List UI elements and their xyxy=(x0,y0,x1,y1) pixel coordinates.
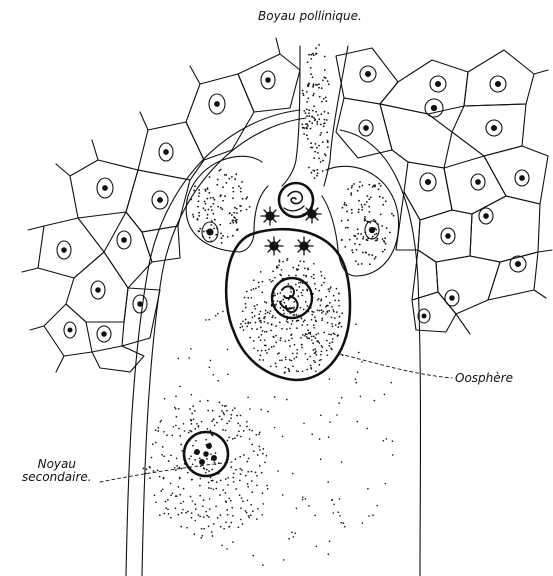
nucellus-cells-right xyxy=(336,48,552,334)
synergid-left xyxy=(186,156,268,252)
secondary-nucleus-label-line2: secondaire. xyxy=(22,471,92,484)
oosphere-label: Oosphère xyxy=(455,372,513,385)
cytoplasm-stipple xyxy=(143,44,395,566)
secondary-nucleus-label: Noyau secondaire. xyxy=(22,458,92,484)
embryo-sac-wall xyxy=(126,110,421,576)
pollen-tube-label: Boyau pollinique. xyxy=(258,10,362,23)
oosphere-cell xyxy=(226,229,350,380)
nucellus-cells-left xyxy=(22,38,300,372)
oosphere-nucleus xyxy=(272,278,312,318)
leader-lines xyxy=(100,354,452,482)
nucellus-nuclei-left xyxy=(57,71,275,342)
